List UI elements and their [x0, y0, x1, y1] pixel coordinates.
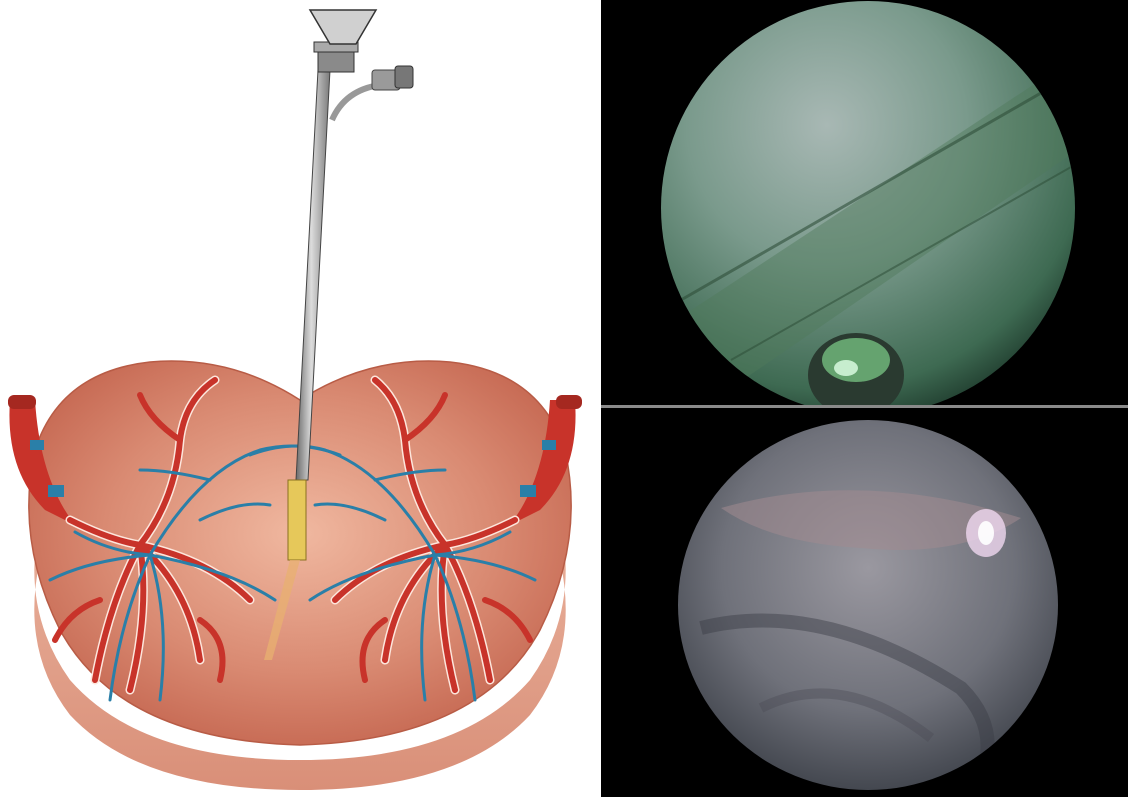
- placenta-illustration: [0, 0, 600, 797]
- endoscopic-view-top: [601, 0, 1128, 405]
- fetoscope-view-grey: [601, 408, 1128, 797]
- endoscope-tip: [288, 480, 306, 560]
- endoscope-eyepiece: [310, 10, 376, 44]
- placenta-drawing: [0, 0, 600, 797]
- endoscopic-view-bottom: [601, 408, 1128, 797]
- view-circle: [678, 420, 1058, 790]
- fetoscope-view-green: [601, 0, 1128, 405]
